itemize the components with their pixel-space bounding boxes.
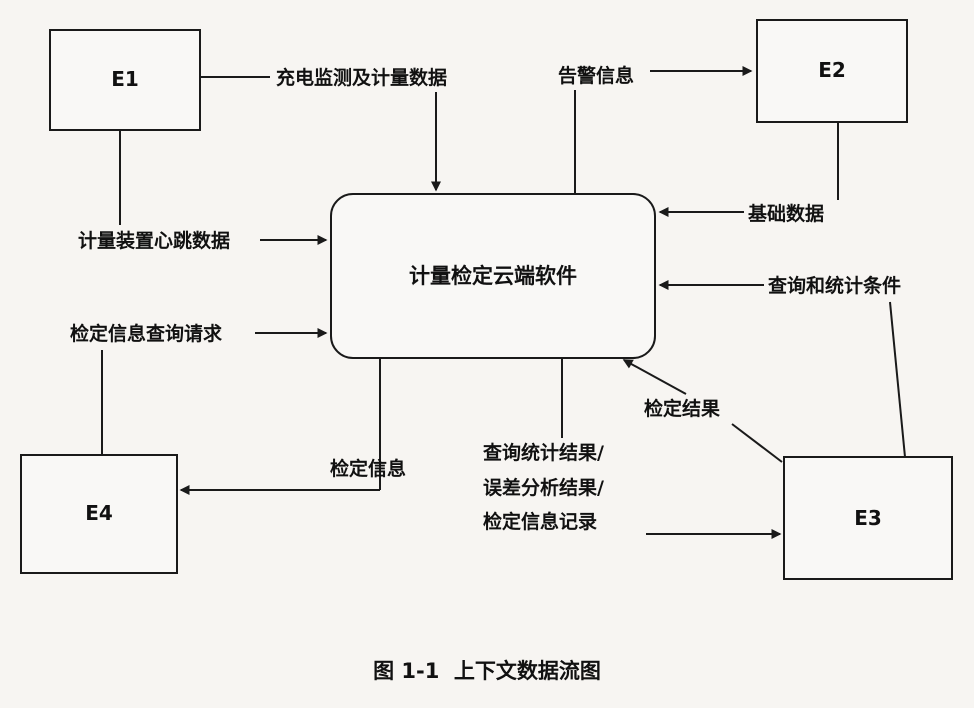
flow-verify-result-label: 检定结果 — [644, 397, 720, 420]
flow-verify-result-arrow — [622, 359, 687, 395]
entity-e3-label: E3 — [854, 506, 882, 530]
flow-verify-result-line — [731, 423, 783, 463]
entity-e1-box — [49, 29, 201, 131]
flow-results-label-1: 查询统计结果/ — [482, 441, 604, 464]
entity-e2-label: E2 — [818, 58, 846, 82]
flow-query-request-label: 检定信息查询请求 — [70, 322, 223, 345]
flow-query-conditions-line — [889, 301, 906, 458]
entity-e1-label: E1 — [111, 67, 139, 91]
process-box — [330, 193, 656, 359]
flow-results-label-2: 误差分析结果/ — [483, 476, 604, 499]
entity-e3-box — [783, 456, 953, 580]
flow-verify-info-label: 检定信息 — [330, 457, 406, 480]
entity-e4-box — [20, 454, 178, 574]
flow-basic-data-label: 基础数据 — [747, 202, 824, 225]
entity-e4-label: E4 — [85, 501, 113, 525]
process-label: 计量检定云端软件 — [409, 264, 577, 288]
flow-charging-label: 充电监测及计量数据 — [276, 66, 447, 89]
flow-query-conditions-label: 查询和统计条件 — [767, 274, 901, 297]
figure-caption: 图 1-1 上下文数据流图 — [373, 659, 601, 683]
flow-alarm-label: 告警信息 — [558, 64, 634, 87]
flow-heartbeat-label: 计量装置心跳数据 — [78, 229, 230, 252]
flow-results-label-3: 检定信息记录 — [483, 510, 597, 533]
entity-e2-box — [756, 19, 908, 123]
